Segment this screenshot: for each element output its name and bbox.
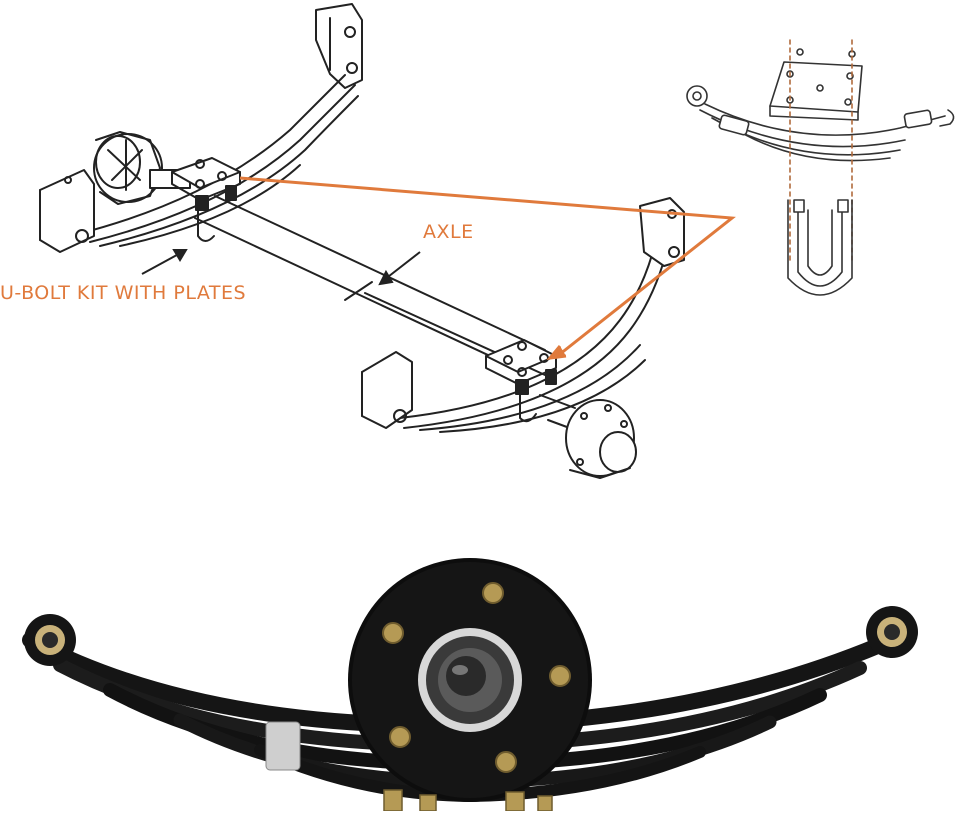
axle-tube (194, 195, 546, 376)
front-hanger-left (39, 169, 95, 253)
ubolt-nuts (383, 789, 553, 812)
rear-hanger-top (315, 3, 363, 89)
wheel-studs (382, 582, 571, 773)
spring-hub-photo (22, 558, 918, 812)
wheel-stud (549, 665, 571, 687)
callout-lines (239, 176, 736, 360)
ubolt-detail-drawing (686, 39, 955, 296)
spring-clip (265, 721, 301, 771)
wheel-stud (495, 751, 517, 773)
right-hub-drawing (539, 394, 637, 479)
right-leaf-spring (399, 219, 673, 433)
spring-eye-left (24, 614, 76, 666)
right-front-hanger (361, 351, 413, 429)
axle-label: AXLE (423, 221, 474, 243)
right-rear-hanger (639, 197, 685, 267)
wheel-stud (389, 726, 411, 748)
wheel-stud (482, 582, 504, 604)
left-ubolt-plate (171, 157, 241, 242)
left-brake-hub-drawing (93, 131, 191, 205)
wheel-stud (382, 622, 404, 644)
axle-line-drawing (39, 3, 955, 479)
pointer-arrows (141, 249, 421, 286)
arrow-down-left-icon (383, 251, 421, 281)
ubolt-kit-label: U-BOLT KIT WITH PLATES (0, 282, 247, 304)
right-ubolt-plate (485, 339, 557, 423)
spring-eye-right (866, 606, 918, 658)
left-leaf-spring (77, 74, 359, 247)
